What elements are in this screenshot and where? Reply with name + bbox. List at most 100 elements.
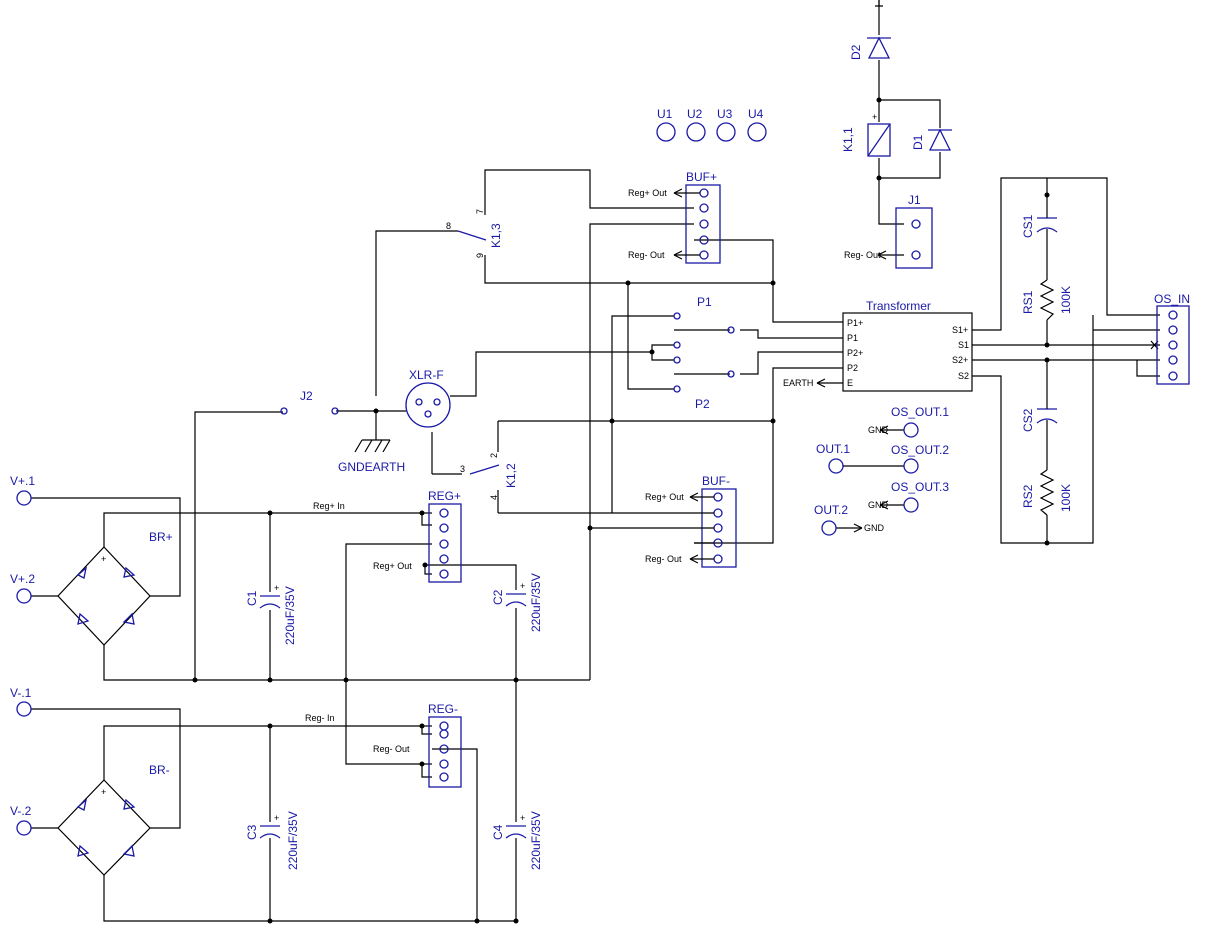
- brm-label: BR-: [149, 763, 170, 777]
- wires: [31, 0, 1160, 922]
- os-in-label: OS_IN: [1154, 292, 1190, 306]
- vplus1-label: V+.1: [10, 474, 35, 488]
- u3-label: U3: [717, 107, 733, 121]
- c1-label: C1: [245, 590, 259, 606]
- transformer: Transformer P1+ P1 P2+ P2 E S1+ S1 S2+ S…: [783, 299, 973, 392]
- capacitor-c3: + C3 220uF/35V: [245, 811, 300, 870]
- k13-pin9: 9: [475, 253, 485, 258]
- coil-plus: +: [872, 112, 877, 122]
- rs1-label: RS1: [1021, 290, 1035, 314]
- reg-plus-out: Reg+ Out: [373, 561, 412, 571]
- snubber-components: CS1 RS1 100K CS2 RS2 100K: [1021, 195, 1159, 516]
- out2-gnd: GND: [864, 523, 885, 533]
- junctions: [192, 97, 1050, 924]
- brm-plus: +: [101, 787, 106, 797]
- rs2-value: 100K: [1059, 484, 1073, 512]
- k12-label: K1,2: [504, 463, 518, 488]
- c4-label: C4: [491, 824, 505, 840]
- vplus2-label: V+.2: [10, 572, 35, 586]
- bridge-br-plus: + BR+: [57, 530, 173, 646]
- j2-label: J2: [300, 389, 313, 403]
- k13-pin7: 7: [475, 209, 485, 214]
- c3-label: C3: [245, 824, 259, 840]
- pin-p2: P2: [847, 363, 858, 373]
- os-out1-label: OS_OUT.1: [891, 405, 949, 419]
- c4-plus: +: [520, 813, 525, 823]
- k11-label: K1,1: [841, 127, 855, 152]
- diode-d2: D2: [849, 0, 891, 60]
- reg-minus-in: Reg- In: [305, 713, 335, 723]
- mounting-holes: U1 U2 U3 U4: [656, 107, 767, 142]
- pin-s1plus: S1+: [952, 325, 968, 335]
- reg-minus-label: REG-: [428, 702, 458, 716]
- os-out2-label: OS_OUT.2: [891, 443, 949, 457]
- reg-plus-in: Reg+ In: [313, 501, 345, 511]
- diode-d1: D1: [911, 128, 952, 151]
- capacitor-c1: + C1 220uF/35V: [245, 583, 297, 645]
- relay-contact-k12: 3 2 4 K1,2: [460, 453, 518, 500]
- cs2-label: CS2: [1021, 408, 1035, 432]
- pin-s2: S2: [958, 371, 969, 381]
- brp-plus: +: [101, 554, 106, 564]
- jumpers-p1-p2: P1 P2: [673, 295, 735, 411]
- reg-plus-label: REG+: [428, 489, 461, 503]
- relay-coil-k11: + K1,1: [841, 112, 891, 157]
- capacitor-c2: + C2 220uF/35V: [491, 573, 543, 632]
- p1-label: P1: [697, 295, 712, 309]
- out1-label: OUT.1: [816, 442, 850, 456]
- pin-p1: P1: [847, 333, 858, 343]
- pin-p1plus: P1+: [847, 318, 863, 328]
- connector-os-in: OS_IN: [1154, 292, 1190, 385]
- os-out3-label: OS_OUT.3: [891, 480, 949, 494]
- c1-plus: +: [274, 583, 279, 593]
- pin-p2plus: P2+: [847, 348, 863, 358]
- j1-reg-minus-out: Reg- Out: [844, 250, 881, 260]
- k12-pin3: 3: [460, 464, 465, 474]
- c3-value: 220uF/35V: [286, 811, 300, 870]
- earth-label: EARTH: [783, 378, 813, 388]
- c4-value: 220uF/35V: [529, 811, 543, 870]
- k12-pin2: 2: [489, 453, 499, 458]
- j1-label: J1: [908, 193, 921, 207]
- p2-label: P2: [695, 397, 710, 411]
- connector-reg-plus: REG+ Reg+ In Reg+ Out: [313, 489, 462, 583]
- c2-plus: +: [520, 581, 525, 591]
- connector-buf-plus: BUF+ Reg+ Out Reg- Out: [628, 170, 721, 264]
- c1-value: 220uF/35V: [283, 586, 297, 645]
- brp-label: BR+: [149, 530, 173, 544]
- connector-reg-minus: REG- Reg- In Reg- Out: [305, 702, 462, 788]
- reg-minus-out: Reg- Out: [373, 744, 410, 754]
- xlr-label: XLR-F: [409, 368, 444, 382]
- k13-pin8: 8: [446, 221, 451, 231]
- buf-minus-reg-plus-out: Reg+ Out: [645, 492, 684, 502]
- d2-label: D2: [849, 44, 863, 60]
- buf-plus-reg-minus-out: Reg- Out: [628, 250, 665, 260]
- cs1-label: CS1: [1021, 214, 1035, 238]
- transformer-label: Transformer: [866, 299, 931, 313]
- buf-minus-reg-minus-out: Reg- Out: [645, 554, 682, 564]
- rs1-value: 100K: [1059, 286, 1073, 314]
- bridge-br-minus: + BR-: [57, 763, 170, 876]
- j2-xlr: J2 GNDEARTH XLR-F: [280, 368, 451, 474]
- out2-label: OUT.2: [814, 503, 848, 517]
- buf-plus-label: BUF+: [686, 170, 717, 184]
- connector-buf-minus: BUF- Reg+ Out Reg- Out: [645, 474, 737, 568]
- rs2-label: RS2: [1021, 484, 1035, 508]
- capacitor-c4: + C4 220uF/35V: [491, 811, 543, 870]
- c2-label: C2: [491, 589, 505, 605]
- u2-label: U2: [687, 107, 703, 121]
- gndearth-label: GNDEARTH: [338, 460, 405, 474]
- pin-e: E: [847, 378, 853, 388]
- buf-plus-reg-plus-out: Reg+ Out: [628, 188, 667, 198]
- u4-label: U4: [748, 107, 764, 121]
- pin-s2plus: S2+: [952, 355, 968, 365]
- vminus2-label: V-.2: [10, 804, 32, 818]
- connector-j1: J1 Reg- Out: [844, 193, 933, 269]
- buf-minus-label: BUF-: [702, 474, 730, 488]
- c3-plus: +: [274, 813, 279, 823]
- pin-s1: S1: [958, 340, 969, 350]
- power-terminals: V+.1 V+.2 V-.1 V-.2: [10, 474, 35, 836]
- c2-value: 220uF/35V: [529, 573, 543, 632]
- relay-contact-k13: 8 7 9 K1,3: [446, 209, 503, 258]
